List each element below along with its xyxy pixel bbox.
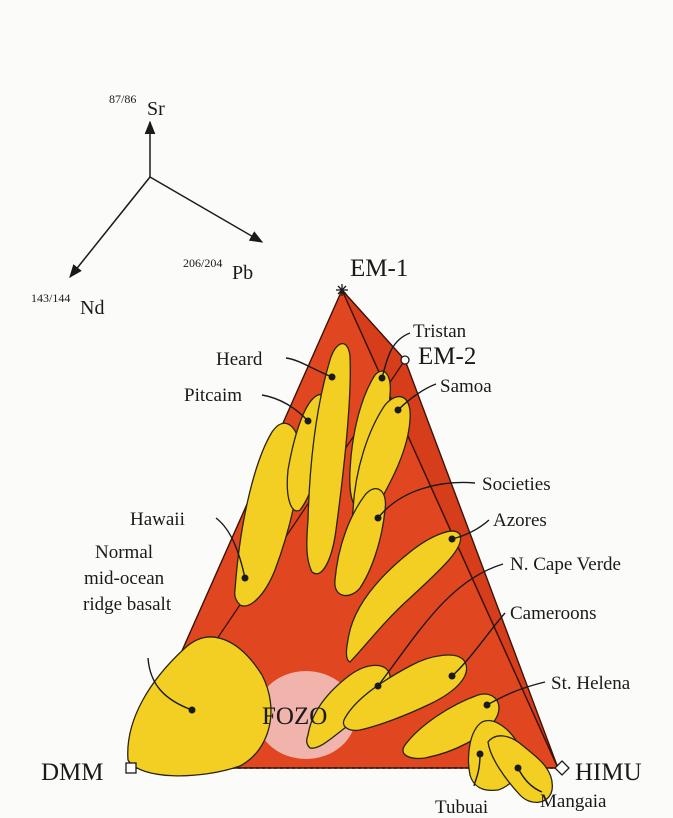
mangaia-label: Mangaia — [540, 791, 607, 812]
morb-label-line2: mid-ocean — [84, 568, 165, 589]
em2-label: EM-2 — [418, 343, 476, 370]
tubuai-label: Tubuai — [435, 797, 488, 818]
em2-circle-icon — [401, 356, 409, 364]
st-helena-dot — [484, 702, 491, 709]
dmm-label: DMM — [41, 759, 104, 786]
pb-axis-arrow — [150, 177, 262, 242]
cameroons-dot — [449, 673, 456, 680]
tristan-label: Tristan — [413, 321, 467, 342]
tubuai-dot — [477, 751, 484, 758]
heard-dot — [329, 374, 336, 381]
societies-label: Societies — [482, 474, 551, 495]
cameroons-label: Cameroons — [510, 603, 597, 624]
st-helena-label: St. Helena — [551, 673, 631, 694]
azores-label: Azores — [493, 510, 547, 531]
nd-axis-arrow — [70, 177, 150, 277]
azores-dot — [449, 536, 456, 543]
pb-axis-label: Pb — [232, 262, 253, 284]
morb-label-line1: Normal — [95, 542, 153, 563]
morb-label-line3: ridge basalt — [83, 594, 172, 615]
nd-axis-label: Nd — [80, 297, 104, 319]
himu-diamond-icon — [555, 761, 569, 775]
heard-label: Heard — [216, 349, 263, 370]
em1-label: EM-1 — [350, 255, 408, 282]
pb-axis-superscript: 206/204 — [183, 256, 222, 270]
sr-axis-superscript: 87/86 — [109, 92, 136, 106]
hawaii-dot — [242, 575, 249, 582]
morb-dot — [189, 707, 196, 714]
samoa-label: Samoa — [440, 376, 492, 397]
pitcairn-label: Pitcaim — [184, 385, 242, 406]
sr-axis-label: Sr — [147, 98, 165, 120]
cape-verde-dot — [375, 683, 382, 690]
societies-dot — [375, 515, 382, 522]
cape-verde-label: N. Cape Verde — [510, 554, 621, 575]
samoa-dot — [395, 407, 402, 414]
fozo-label: FOZO — [262, 703, 327, 730]
pitcairn-dot — [305, 418, 312, 425]
isotope-axes: 87/86 Sr 206/204 Pb 143/144 Nd — [31, 92, 262, 319]
tristan-dot — [379, 375, 386, 382]
nd-axis-superscript: 143/144 — [31, 291, 70, 305]
dmm-square-icon — [126, 763, 136, 773]
hawaii-label: Hawaii — [130, 509, 185, 530]
himu-label: HIMU — [575, 759, 642, 786]
hawaii-morb-field — [128, 637, 271, 776]
mangaia-dot — [515, 765, 522, 772]
